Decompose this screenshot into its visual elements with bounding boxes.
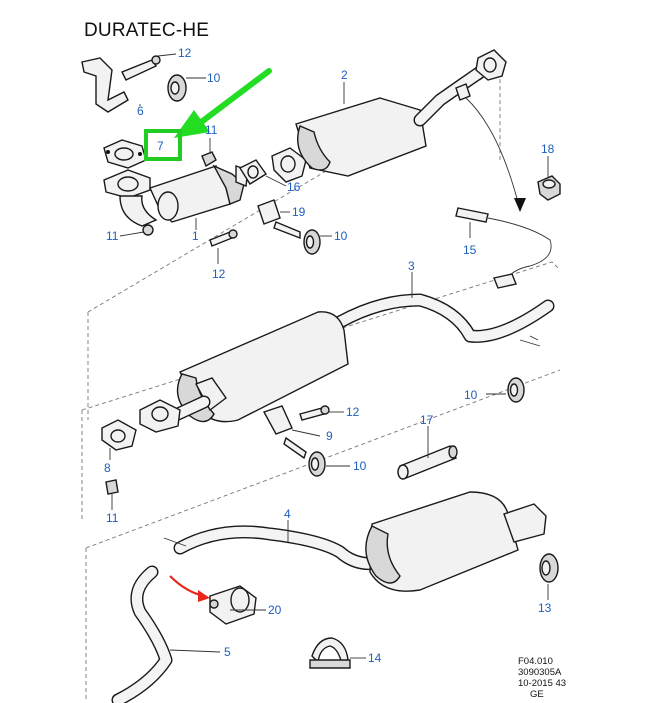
callout-11: 11 [106,511,119,525]
intermediate-pipe-5 [111,565,173,703]
rubber-insulator-13 [539,553,559,583]
front-pipe-catalyst-1 [103,164,249,236]
callout-19: 19 [292,205,306,219]
callout-2: 2 [341,68,348,82]
clamp-20 [209,585,257,625]
highlight-box [144,129,182,161]
nut-11-upper [201,151,217,168]
resonator-2 [271,49,507,183]
callout-3: 3 [408,259,415,273]
callout-8: 8 [104,461,111,475]
bracket-19 [257,199,321,255]
callout-12: 12 [178,46,192,60]
reference-block: F04.010 3090305A 10-2015 43 GE [518,656,566,700]
callout-14: 14 [368,651,382,665]
centre-silencer-3 [139,293,555,433]
reference-line-2: 3090305A [518,667,562,678]
callout-labels: 12 10 6 2 7 11 16 18 15 11 1 19 10 12 3 … [104,46,555,665]
rubber-insulator-10-top [167,74,187,102]
callout-11: 11 [205,123,218,137]
clamp-8 [101,419,137,495]
callout-4: 4 [284,507,291,521]
bracket-9 [262,405,330,477]
callout-1: 1 [192,229,199,243]
bolt-12-upper [209,229,238,247]
hanger-bracket-6 [81,55,161,113]
callout-9: 9 [326,429,333,443]
callout-10: 10 [464,388,478,402]
callout-6: 6 [137,104,144,118]
gasket-16 [238,159,268,185]
callout-13: 13 [538,601,552,615]
tailpipe-extension-17 [397,445,458,480]
rear-silencer-4 [163,491,547,592]
callout-5: 5 [224,645,231,659]
callout-11: 11 [106,229,119,243]
reference-line-3: 10-2015 43 [518,678,567,689]
callout-18: 18 [541,142,555,156]
callout-15: 15 [463,243,477,257]
plug-18 [537,175,561,201]
reference-line-4: GE [530,689,544,700]
rubber-insulator-10-mid [507,377,525,403]
callout-7: 7 [157,139,164,153]
oxygen-sensor-15 [455,97,552,289]
clamp-14 [309,637,351,669]
callout-17: 17 [420,413,434,427]
callout-12: 12 [346,405,360,419]
diagram-title: DURATEC-HE [84,20,210,41]
callout-10: 10 [207,71,221,85]
callout-12: 12 [212,267,226,281]
highlight-arrow-green [174,68,272,138]
callout-16: 16 [287,180,301,194]
callout-10: 10 [334,229,348,243]
callout-10: 10 [353,459,367,473]
callout-20: 20 [268,603,282,617]
leader-lines [109,53,549,659]
gasket-7 [103,139,147,169]
indicator-arrow-red [169,575,210,602]
reference-line-1: F04.010 [518,656,553,667]
